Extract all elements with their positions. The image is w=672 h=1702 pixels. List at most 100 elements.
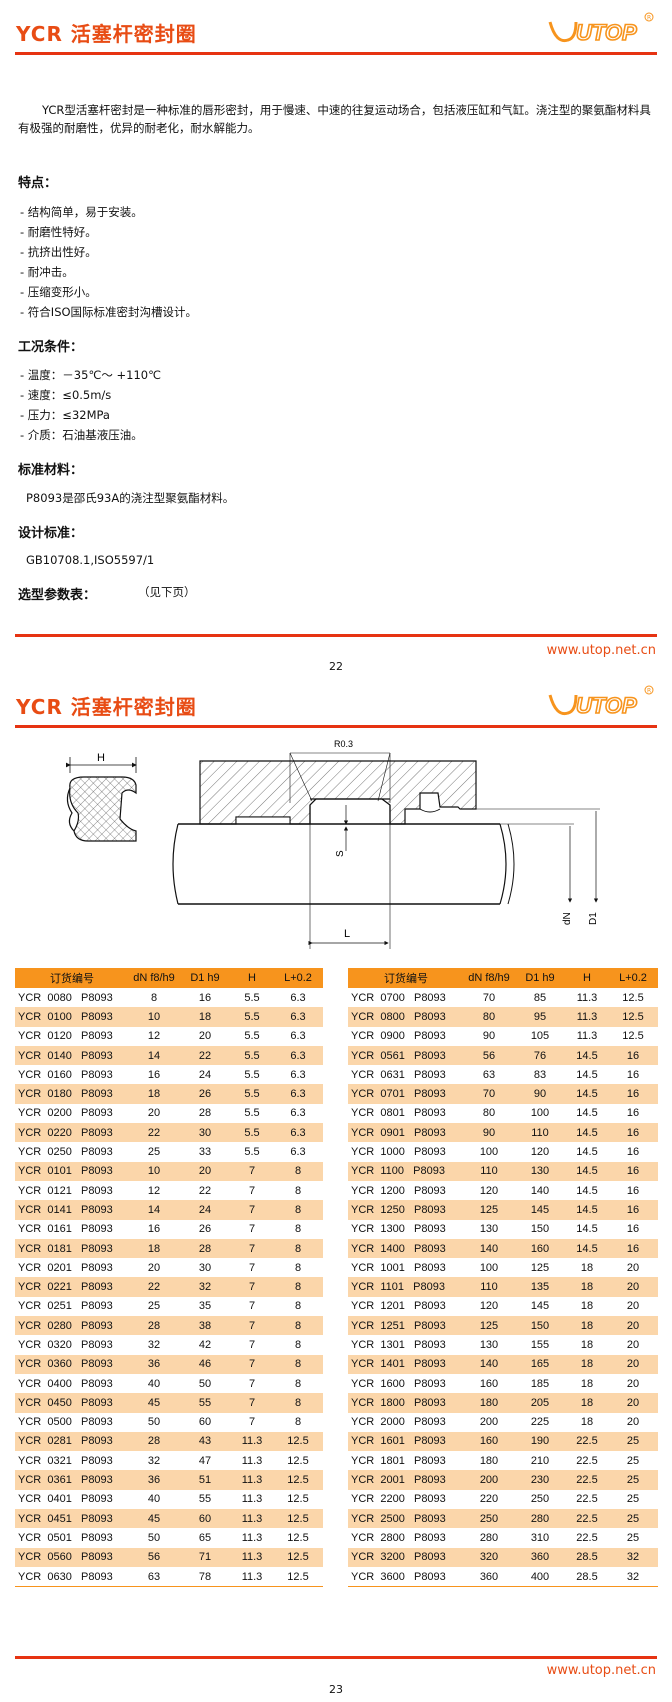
- order-no-cell: YCR 0201 P8093: [15, 1258, 129, 1278]
- h-cell: 7: [231, 1161, 273, 1181]
- seal-cross-section-drawing: H R0.3: [66, 739, 600, 949]
- utop-logo: UTOP R: [548, 685, 654, 719]
- selection-heading: 选型参数表：: [18, 588, 97, 603]
- h-cell: 14.5: [566, 1123, 608, 1143]
- l-cell: 8: [273, 1161, 323, 1181]
- website-link[interactable]: www.utop.net.cn: [546, 643, 656, 658]
- h-cell: 11.3: [231, 1528, 273, 1548]
- h-cell: 18: [566, 1393, 608, 1413]
- footer-rule: [15, 634, 657, 637]
- order-no-cell: YCR 1800 P8093: [348, 1393, 464, 1413]
- dn-cell: 90: [464, 1026, 514, 1046]
- order-no-cell: YCR 3600 P8093: [348, 1566, 464, 1588]
- dn-cell: 280: [464, 1528, 514, 1548]
- h-cell: 5.5: [231, 988, 273, 1008]
- dn-cell: 100: [464, 1258, 514, 1278]
- order-no-cell: YCR 1201 P8093: [348, 1296, 464, 1317]
- l-cell: 16: [608, 1200, 658, 1220]
- h-cell: 14.5: [566, 1238, 608, 1259]
- l-cell: 8: [273, 1393, 323, 1413]
- order-no-cell: YCR 2800 P8093: [348, 1528, 464, 1548]
- l-cell: 12.5: [273, 1451, 323, 1471]
- h-cell: 22.5: [566, 1431, 608, 1452]
- d1-cell: 120: [514, 1142, 566, 1162]
- header-h: H: [566, 968, 608, 988]
- dn-cell: 18: [129, 1084, 179, 1104]
- d1-cell: 30: [179, 1123, 231, 1143]
- l-cell: 32: [608, 1566, 658, 1588]
- l-cell: 16: [608, 1219, 658, 1239]
- svg-text:R: R: [647, 688, 651, 695]
- page-number: 23: [329, 1683, 343, 1696]
- l-cell: 8: [273, 1335, 323, 1355]
- l-cell: 6.3: [273, 1103, 323, 1124]
- dn-cell: 120: [464, 1180, 514, 1201]
- l-cell: 8: [273, 1238, 323, 1259]
- dn-cell: 70: [464, 1084, 514, 1104]
- d1-cell: 28: [179, 1238, 231, 1259]
- h-cell: 11.3: [231, 1451, 273, 1471]
- d1-cell: 210: [514, 1451, 566, 1471]
- d1-cell: 16: [179, 988, 231, 1008]
- dn-cell: 14: [129, 1200, 179, 1220]
- order-no-cell: YCR 0901 P8093: [348, 1123, 464, 1143]
- header-d1: D1 h9: [514, 968, 566, 988]
- l-cell: 25: [608, 1451, 658, 1471]
- d1-cell: 90: [514, 1084, 566, 1104]
- order-no-cell: YCR 1251 P8093: [348, 1316, 464, 1336]
- dn-cell: 220: [464, 1489, 514, 1510]
- website-link[interactable]: www.utop.net.cn: [546, 1663, 656, 1678]
- d1-cell: 22: [179, 1045, 231, 1066]
- dn-cell: 200: [464, 1412, 514, 1432]
- svg-text:R: R: [647, 15, 651, 22]
- h-cell: 22.5: [566, 1489, 608, 1510]
- order-no-cell: YCR 3200 P8093: [348, 1547, 464, 1567]
- d1-cell: 38: [179, 1316, 231, 1336]
- order-no-cell: YCR 0181 P8093: [15, 1238, 129, 1259]
- h-cell: 22.5: [566, 1528, 608, 1548]
- h-cell: 14.5: [566, 1142, 608, 1162]
- header-dn: dN f8/h9: [464, 968, 514, 988]
- order-no-cell: YCR 0631 P8093: [348, 1065, 464, 1085]
- order-no-cell: YCR 0800 P8093: [348, 1007, 464, 1027]
- utop-logo: UTOP R: [548, 12, 654, 46]
- h-cell: 7: [231, 1335, 273, 1355]
- d1-cell: 43: [179, 1431, 231, 1452]
- h-cell: 7: [231, 1258, 273, 1278]
- d1-cell: 47: [179, 1451, 231, 1471]
- l-cell: 8: [273, 1373, 323, 1394]
- l-cell: 6.3: [273, 1084, 323, 1104]
- d1-cell: 150: [514, 1316, 566, 1336]
- feature-item: - 结构简单，易于安装。: [20, 205, 143, 219]
- header-l: L+0.2: [608, 968, 658, 988]
- l-cell: 12.5: [273, 1566, 323, 1588]
- order-no-cell: YCR 0320 P8093: [15, 1335, 129, 1355]
- l-cell: 12.5: [273, 1528, 323, 1548]
- label-l: L: [344, 928, 350, 940]
- dn-cell: 45: [129, 1393, 179, 1413]
- l-cell: 8: [273, 1412, 323, 1432]
- d1-cell: 35: [179, 1296, 231, 1317]
- dn-cell: 20: [129, 1103, 179, 1124]
- d1-cell: 26: [179, 1084, 231, 1104]
- h-cell: 14.5: [566, 1065, 608, 1085]
- l-cell: 20: [608, 1373, 658, 1394]
- order-no-cell: YCR 0280 P8093: [15, 1316, 129, 1336]
- dn-cell: 16: [129, 1065, 179, 1085]
- order-no-cell: YCR 0400 P8093: [15, 1373, 129, 1394]
- d1-cell: 310: [514, 1528, 566, 1548]
- feature-item: - 耐冲击。: [20, 265, 74, 279]
- order-no-cell: YCR 0100 P8093: [15, 1007, 129, 1027]
